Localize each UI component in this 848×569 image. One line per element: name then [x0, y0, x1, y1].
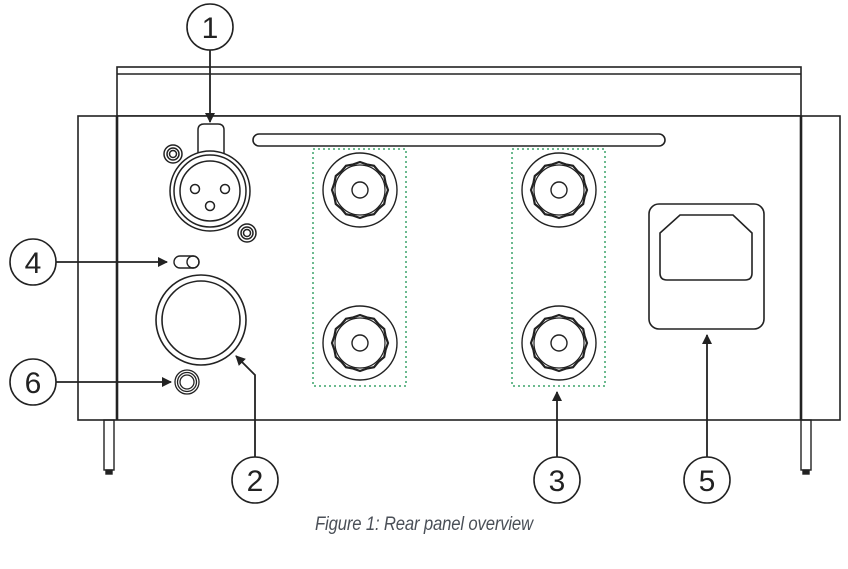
callout-2-label: 2: [247, 465, 264, 498]
power-inlet[interactable]: [648, 203, 765, 330]
jack-socket[interactable]: [174, 369, 200, 395]
callout-1-label: 1: [202, 12, 219, 45]
callout-4-label: 4: [25, 247, 42, 280]
callout-leaders: [56, 50, 712, 457]
round-connector-socket[interactable]: [155, 274, 247, 366]
binding-post-bottom-left[interactable]: [322, 305, 398, 381]
figure-caption: Figure 1: Rear panel overview: [315, 514, 533, 535]
callout-2: 2: [231, 456, 279, 504]
callout-5-label: 5: [699, 465, 716, 498]
callout-5: 5: [683, 456, 731, 504]
callout-1: 1: [186, 3, 234, 51]
chassis-top-rail: [116, 66, 802, 117]
xlr-input-connector[interactable]: [163, 123, 257, 243]
callout-6: 6: [9, 358, 57, 406]
binding-post-bottom-right[interactable]: [521, 305, 597, 381]
binding-post-top-left[interactable]: [322, 152, 398, 228]
binding-post-group-right: [511, 148, 606, 387]
callout-4: 4: [9, 238, 57, 286]
binding-post-top-right[interactable]: [521, 152, 597, 228]
chassis-foot-left: [103, 419, 115, 475]
speaker-binding-posts: [312, 148, 606, 387]
toggle-switch[interactable]: [173, 255, 200, 269]
leader-2: [235, 355, 256, 457]
binding-post-group-left: [312, 148, 407, 387]
ventilation-slot: [252, 133, 666, 147]
chassis-foot-right: [800, 419, 812, 475]
callout-3-label: 3: [549, 465, 566, 498]
binding-posts: [322, 152, 597, 381]
callout-3: 3: [533, 456, 581, 504]
callout-6-label: 6: [25, 367, 42, 400]
